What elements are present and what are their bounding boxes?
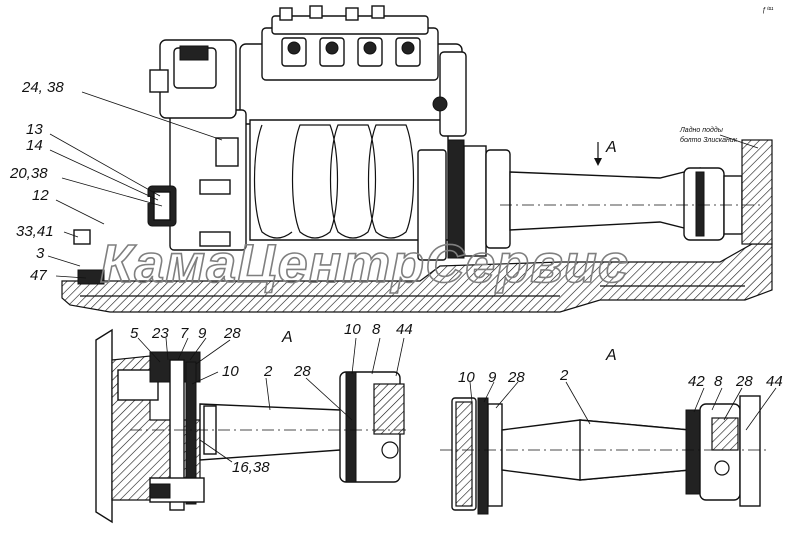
detail-right-label-8: 8 xyxy=(714,373,723,390)
detail-left-label-10: 10 xyxy=(222,363,239,380)
detail-right-label-42: 42 xyxy=(688,373,705,390)
detail-left-title: A xyxy=(281,329,293,346)
label-24-38: 24, 38 xyxy=(21,79,64,96)
detail-left-label-28: 28 xyxy=(223,325,241,342)
label-33-41: 33,41 xyxy=(16,223,54,240)
detail-left-label-16-38: 16,38 xyxy=(232,459,270,476)
callout-note-1: Ладно подды xyxy=(679,126,724,134)
label-12: 12 xyxy=(32,187,49,204)
drive-coupling xyxy=(417,139,773,261)
label-20-38: 20,38 xyxy=(9,165,48,182)
detail-left-label-44: 44 xyxy=(396,321,413,338)
detail-right-title: A xyxy=(605,347,617,364)
fittings xyxy=(279,5,421,67)
label-3: 3 xyxy=(36,245,45,262)
label-14: 14 xyxy=(26,137,43,154)
detail-left-label-10b: 10 xyxy=(344,321,361,338)
leader-lines xyxy=(47,91,223,279)
detail-right-label-44: 44 xyxy=(766,373,783,390)
watermark: КамаЦентрСервис xyxy=(100,234,629,294)
base-frame xyxy=(61,243,773,313)
detail-left-label-23: 23 xyxy=(151,325,169,342)
detail-left-label-28b: 28 xyxy=(293,363,311,380)
detail-left-label-9: 9 xyxy=(198,325,207,342)
detail-right-label-28b: 28 xyxy=(735,373,753,390)
label-13: 13 xyxy=(26,121,43,138)
detail-right-label-9: 9 xyxy=(488,369,497,386)
detail-left-label-7: 7 xyxy=(180,325,189,342)
detail-view-right: A 10 9 28 2 42 8 28 44 xyxy=(440,347,783,515)
detail-right-label-10: 10 xyxy=(458,369,475,386)
label-47: 47 xyxy=(30,267,47,284)
callout-note-2: болто Злисканик xyxy=(680,136,738,144)
main-assembly: A Ладно подды болто Злисканик ƒ⁰¹¹ 24, 3… xyxy=(9,5,774,313)
detail-right-label-28: 28 xyxy=(507,369,525,386)
detail-left-label-2: 2 xyxy=(263,363,273,380)
corner-note: ƒ⁰¹¹ xyxy=(762,6,774,14)
detail-right-label-2: 2 xyxy=(559,367,569,384)
detail-left-label-5: 5 xyxy=(130,325,139,342)
detail-view-left: A 5 23 7 9 28 xyxy=(95,321,413,524)
detail-left-label-8: 8 xyxy=(372,321,381,338)
view-marker: A xyxy=(605,139,617,156)
